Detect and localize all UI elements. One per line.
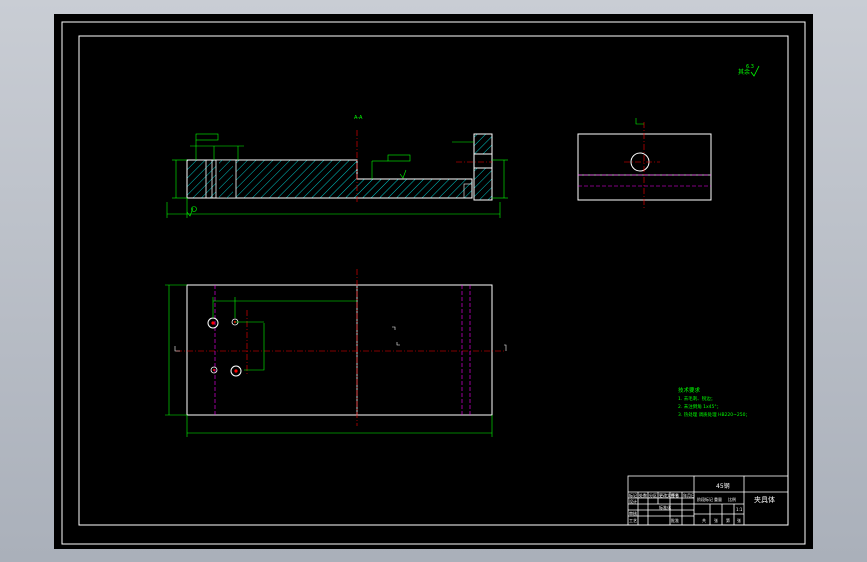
svg-text:标记: 标记 — [629, 492, 637, 498]
svg-text:张: 张 — [737, 517, 741, 523]
title-block-text: 45钢 夹具体 标记 设计 审核 工艺 处数 分区 更改文件号 签名 年月日 标… — [629, 482, 775, 523]
section-upright — [473, 133, 493, 155]
svg-text:技术要求: 技术要求 — [678, 386, 701, 394]
outer-frame — [61, 21, 806, 545]
svg-text:第: 第 — [726, 517, 730, 523]
drawing-canvas: 其余 6.3 A-A — [61, 21, 806, 545]
svg-text:1:1: 1:1 — [736, 507, 743, 512]
svg-text:45钢: 45钢 — [716, 482, 730, 490]
svg-text:更改文件号: 更改文件号 — [659, 492, 679, 498]
cad-drawing-viewport[interactable]: 其余 6.3 A-A — [54, 14, 813, 549]
title-block — [627, 475, 789, 526]
svg-text:分区: 分区 — [649, 492, 657, 498]
svg-text:张: 张 — [714, 517, 718, 523]
roughness-symbol — [750, 65, 760, 77]
top-view — [165, 269, 507, 437]
technical-requirements: 技术要求 1. 去毛刺、锐边； 2. 未注倒角 1x45°； 3. 热处理 调质… — [678, 386, 750, 418]
svg-text:比例: 比例 — [728, 496, 736, 502]
svg-text:重量: 重量 — [714, 496, 722, 502]
svg-text:阶段标记: 阶段标记 — [697, 496, 713, 502]
section-view: A-A — [166, 115, 508, 218]
roughness-note: 其余 — [738, 68, 750, 76]
roughness-value: 6.3 — [746, 64, 754, 70]
svg-text:3. 热处理 调质处理 HB220~250；: 3. 热处理 调质处理 HB220~250； — [678, 411, 750, 418]
svg-text:工艺: 工艺 — [629, 518, 637, 523]
section-label: A-A — [354, 115, 363, 121]
svg-text:签名: 签名 — [671, 492, 679, 498]
svg-text:夹具体: 夹具体 — [754, 495, 775, 504]
svg-text:审核: 审核 — [629, 510, 637, 516]
svg-text:标准化: 标准化 — [659, 504, 671, 510]
inner-frame — [78, 35, 789, 526]
svg-text:年月日: 年月日 — [683, 492, 695, 498]
svg-text:设计: 设计 — [629, 498, 637, 504]
svg-text:1. 去毛刺、锐边；: 1. 去毛刺、锐边； — [678, 395, 715, 402]
svg-text:处数: 处数 — [639, 492, 647, 498]
svg-text:共: 共 — [702, 517, 706, 523]
side-view — [577, 118, 712, 210]
svg-text:批准: 批准 — [671, 517, 679, 523]
svg-text:2. 未注倒角 1x45°；: 2. 未注倒角 1x45°； — [678, 403, 721, 410]
